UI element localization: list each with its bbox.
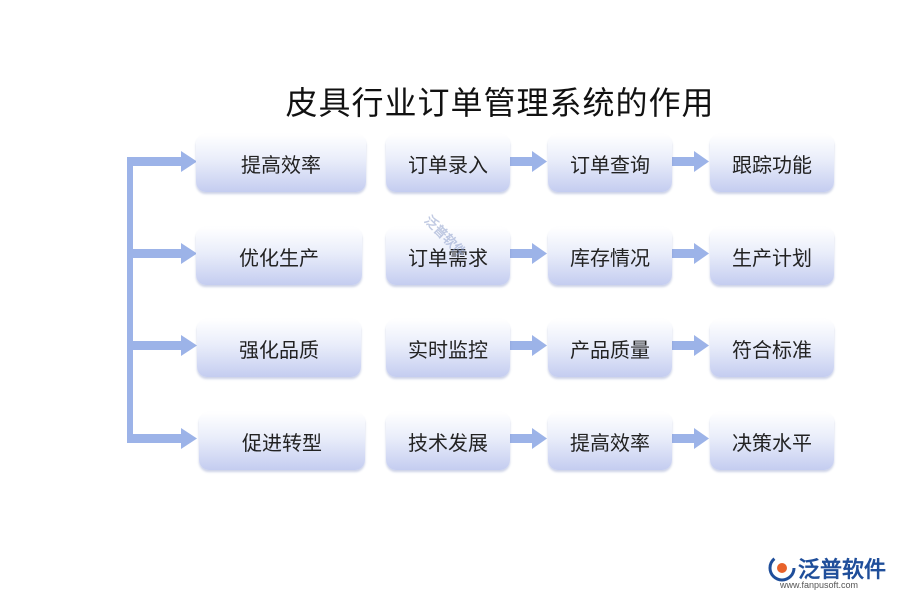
chain-box-2-3: 生产计划 [710,227,834,285]
chain-box-3-3: 符合标准 [710,319,834,377]
branch-arrow-1 [127,151,197,172]
chain-box-4-3: 决策水平 [710,412,834,470]
chain-box-2-1: 订单需求 [386,227,510,285]
chain-arrow-r1-b [672,151,709,172]
chain-box-1-3: 跟踪功能 [710,134,834,192]
chain-box-4-2: 提高效率 [548,412,672,470]
chain-arrow-r1-a [510,151,547,172]
branch-arrow-2 [127,243,197,264]
branch-arrow-3 [127,335,197,356]
main-box-2: 优化生产 [196,227,362,285]
chain-arrow-r3-a [510,335,547,356]
chain-box-3-2: 产品质量 [548,319,672,377]
chain-arrow-r4-a [510,428,547,449]
logo-swirl-icon [768,554,796,582]
chain-arrow-r3-b [672,335,709,356]
chain-box-3-1: 实时监控 [386,319,510,377]
logo-url: www.fanpusoft.com [780,580,859,590]
chain-box-2-2: 库存情况 [548,227,672,285]
chain-box-1-2: 订单查询 [548,134,672,192]
chain-box-4-1: 技术发展 [386,412,510,470]
trunk-line [127,157,133,443]
main-box-1: 提高效率 [196,134,366,192]
chain-arrow-r2-a [510,243,547,264]
logo-name: 泛普软件 [798,558,887,583]
chain-arrow-r4-b [672,428,709,449]
chain-box-1-1: 订单录入 [386,134,510,192]
chain-arrow-r2-b [672,243,709,264]
main-box-4: 促进转型 [199,412,365,470]
diagram-title: 皮具行业订单管理系统的作用 [285,84,715,122]
brand-logo: 泛普软件 www.fanpusoft.com [768,552,893,592]
branch-arrow-4 [127,428,197,449]
main-box-3: 强化品质 [197,319,361,377]
